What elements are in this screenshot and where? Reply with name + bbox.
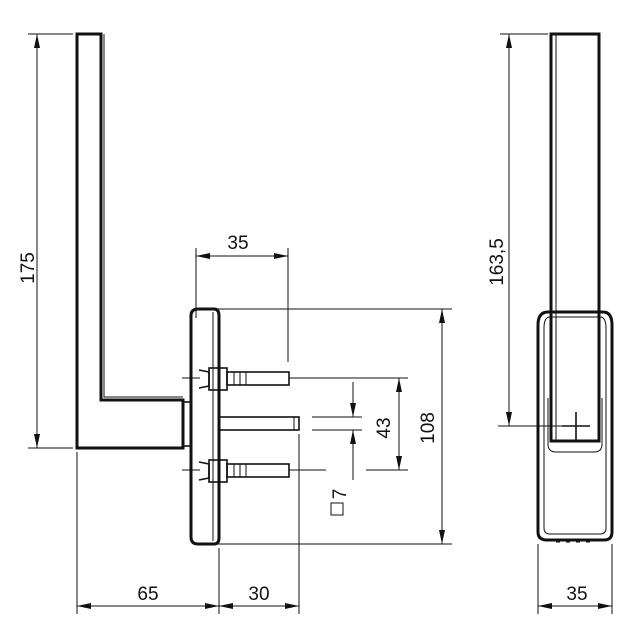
rose-plate: [189, 307, 221, 546]
dim-square-spindle-label: 7: [330, 489, 351, 500]
dim-rose-width-label: 35: [566, 584, 587, 605]
upper-screw: [182, 367, 305, 391]
handle-lever-outline: [75, 32, 185, 450]
dim-spindle-length-label: 30: [248, 584, 269, 605]
handle-lever-inner-line: [103, 34, 183, 398]
dim-screw-spacing-label: 108: [418, 412, 439, 444]
side-view-dimensions: 175 35 108 43 7: [18, 33, 452, 614]
lower-screw: [182, 459, 326, 483]
dim-screw-length-label: 35: [227, 233, 248, 254]
front-view-dimensions: 163,5 35: [487, 33, 613, 614]
front-rose-inner-outline: [543, 316, 607, 535]
front-handle-bar: [549, 32, 601, 443]
dim-handle-projection-label: 65: [137, 584, 158, 605]
square-spindle: [218, 416, 300, 431]
side-view: [75, 32, 326, 546]
dim-total-height-label: 175: [18, 252, 39, 284]
dim-rose-inner-spacing-label: 43: [374, 417, 395, 438]
square-symbol-icon: [330, 502, 344, 516]
front-view: [498, 32, 614, 543]
front-rose-outline: [536, 310, 614, 542]
dim-spindle-offset-height-label: 163,5: [487, 238, 508, 286]
front-recess: [547, 398, 603, 453]
